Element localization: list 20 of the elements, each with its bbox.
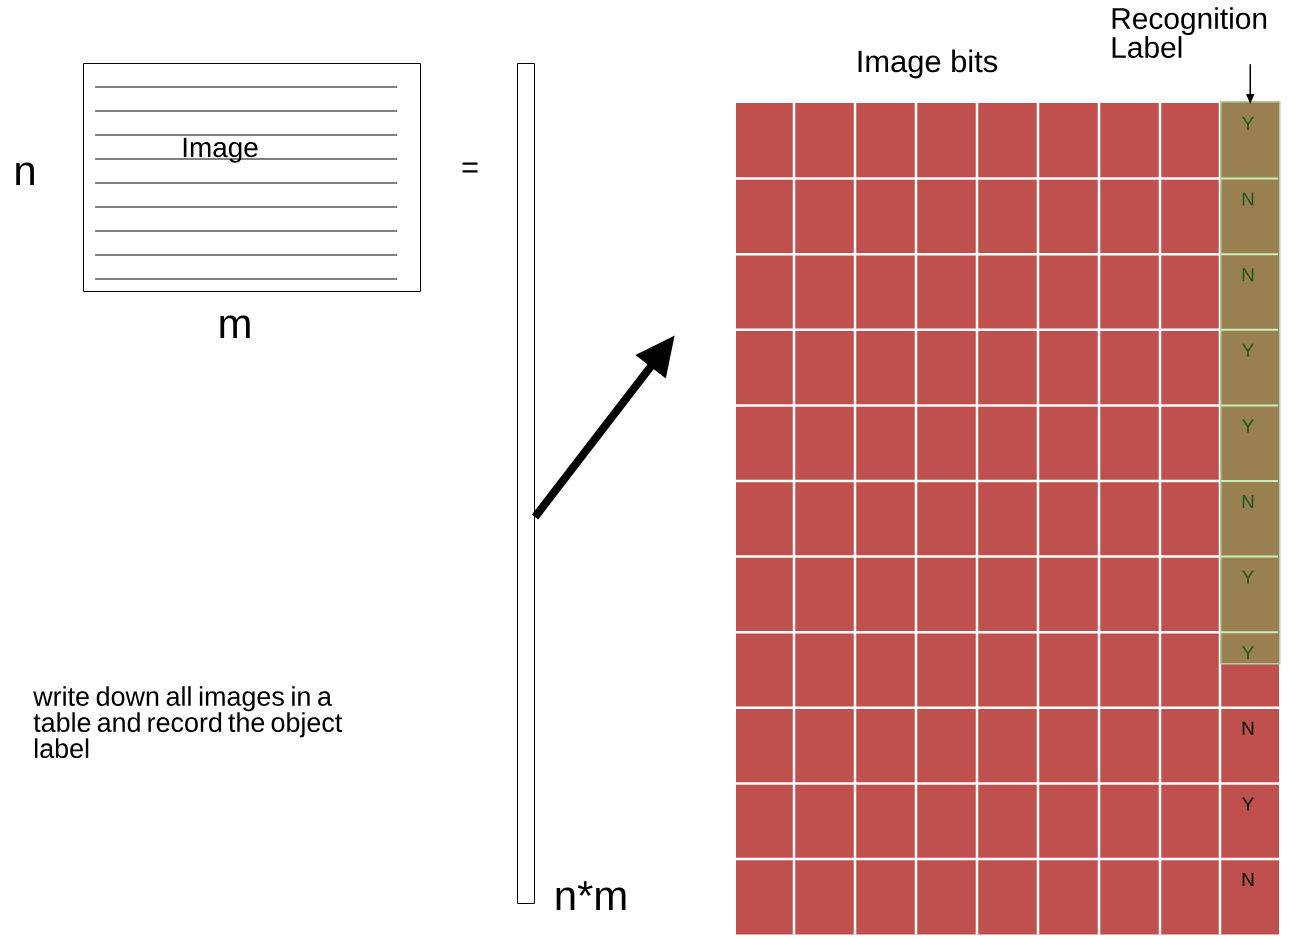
dimension-label: n [16, 162, 34, 185]
cell-label: N [1242, 873, 1254, 886]
image-box: Image [83, 63, 421, 292]
vector-bar [517, 63, 535, 904]
note-text: write down all images in a table and record the object label [33, 686, 343, 759]
cell-label: N [1242, 192, 1254, 206]
cell-label: Y [1242, 797, 1254, 811]
cell-label: Y [1242, 419, 1254, 433]
cell-label: N [1242, 495, 1254, 508]
column-heading: Image bits [858, 49, 998, 79]
equals-sign: = [462, 162, 478, 173]
cell-label: Y [1242, 343, 1254, 357]
cell-label: N [1242, 721, 1254, 735]
cell-label: Y [1242, 117, 1254, 130]
dimension-label: n*m [556, 881, 626, 910]
label-column-highlight [1220, 101, 1281, 665]
cell-label: Y [1242, 646, 1254, 660]
cell-label: N [1242, 268, 1254, 282]
cell-label: Y [1242, 570, 1254, 584]
column-heading: Recognition Label [1112, 7, 1267, 58]
